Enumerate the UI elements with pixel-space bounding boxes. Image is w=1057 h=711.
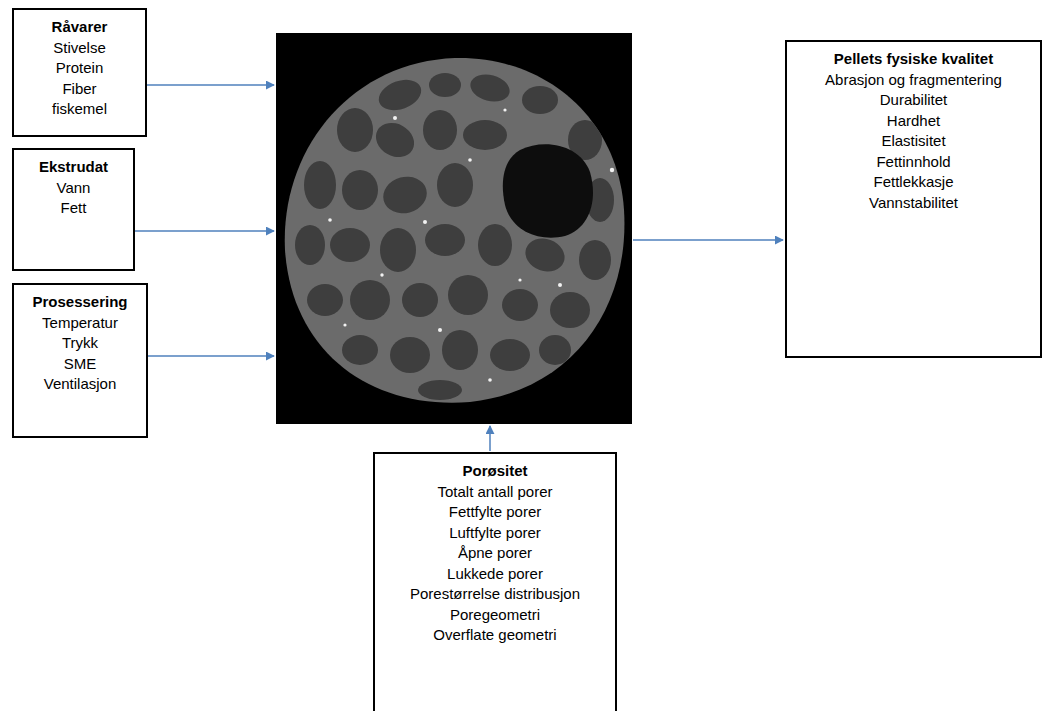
list-item: Temperatur: [24, 313, 136, 334]
list-item: Vannstabilitet: [797, 193, 1030, 214]
list-item: Totalt antall porer: [385, 482, 605, 503]
output-box: Pellets fysiske kvalitetAbrasjon og frag…: [785, 40, 1042, 358]
box-heading: Prosessering: [24, 292, 136, 313]
input-box: ProsesseringTemperaturTrykkSMEVentilasjo…: [12, 283, 148, 438]
input-arrow: [489, 426, 491, 451]
list-item: Vann: [24, 178, 123, 199]
list-item: Hardhet: [797, 111, 1030, 132]
list-item: Fettlekkasje: [797, 172, 1030, 193]
list-item: Fiber: [24, 79, 135, 100]
input-arrow: [147, 84, 274, 86]
box-heading: Ekstrudat: [24, 157, 123, 178]
input-box: EkstrudatVannFett: [12, 148, 135, 271]
box-heading: Råvarer: [24, 17, 135, 38]
output-arrow: [633, 239, 783, 241]
list-item: Trykk: [24, 333, 136, 354]
list-item: Luftfylte porer: [385, 523, 605, 544]
list-item: Protein: [24, 58, 135, 79]
list-item: Stivelse: [24, 38, 135, 59]
list-item: Overflate geometri: [385, 625, 605, 646]
list-item: Fettfylte porer: [385, 502, 605, 523]
input-arrow: [148, 355, 274, 357]
pores: [295, 70, 614, 400]
input-arrow: [135, 230, 274, 232]
porosity-box: PorøsitetTotalt antall porerFettfylte po…: [373, 452, 617, 711]
pellet-section: [285, 58, 625, 403]
list-item: Lukkede porer: [385, 564, 605, 585]
list-item: Fett: [24, 198, 123, 219]
box-heading: Porøsitet: [385, 461, 605, 482]
list-item: SME: [24, 354, 136, 375]
list-item: Elastisitet: [797, 131, 1030, 152]
list-item: Ventilasjon: [24, 374, 136, 395]
list-item: fiskemel: [24, 99, 135, 120]
ct-image: [276, 33, 632, 424]
image-background: [276, 33, 632, 424]
box-heading: Pellets fysiske kvalitet: [797, 49, 1030, 70]
list-item: Åpne porer: [385, 543, 605, 564]
list-item: Poregeometri: [385, 605, 605, 626]
list-item: Abrasjon og fragmentering: [797, 70, 1030, 91]
list-item: Durabilitet: [797, 90, 1030, 111]
input-box: RåvarerStivelseProteinFiberfiskemel: [12, 8, 147, 137]
arrows: [135, 85, 783, 451]
list-item: Fettinnhold: [797, 152, 1030, 173]
bright-particles: [328, 108, 614, 381]
list-item: Porestørrelse distribusjon: [385, 584, 605, 605]
large-void: [503, 144, 593, 237]
